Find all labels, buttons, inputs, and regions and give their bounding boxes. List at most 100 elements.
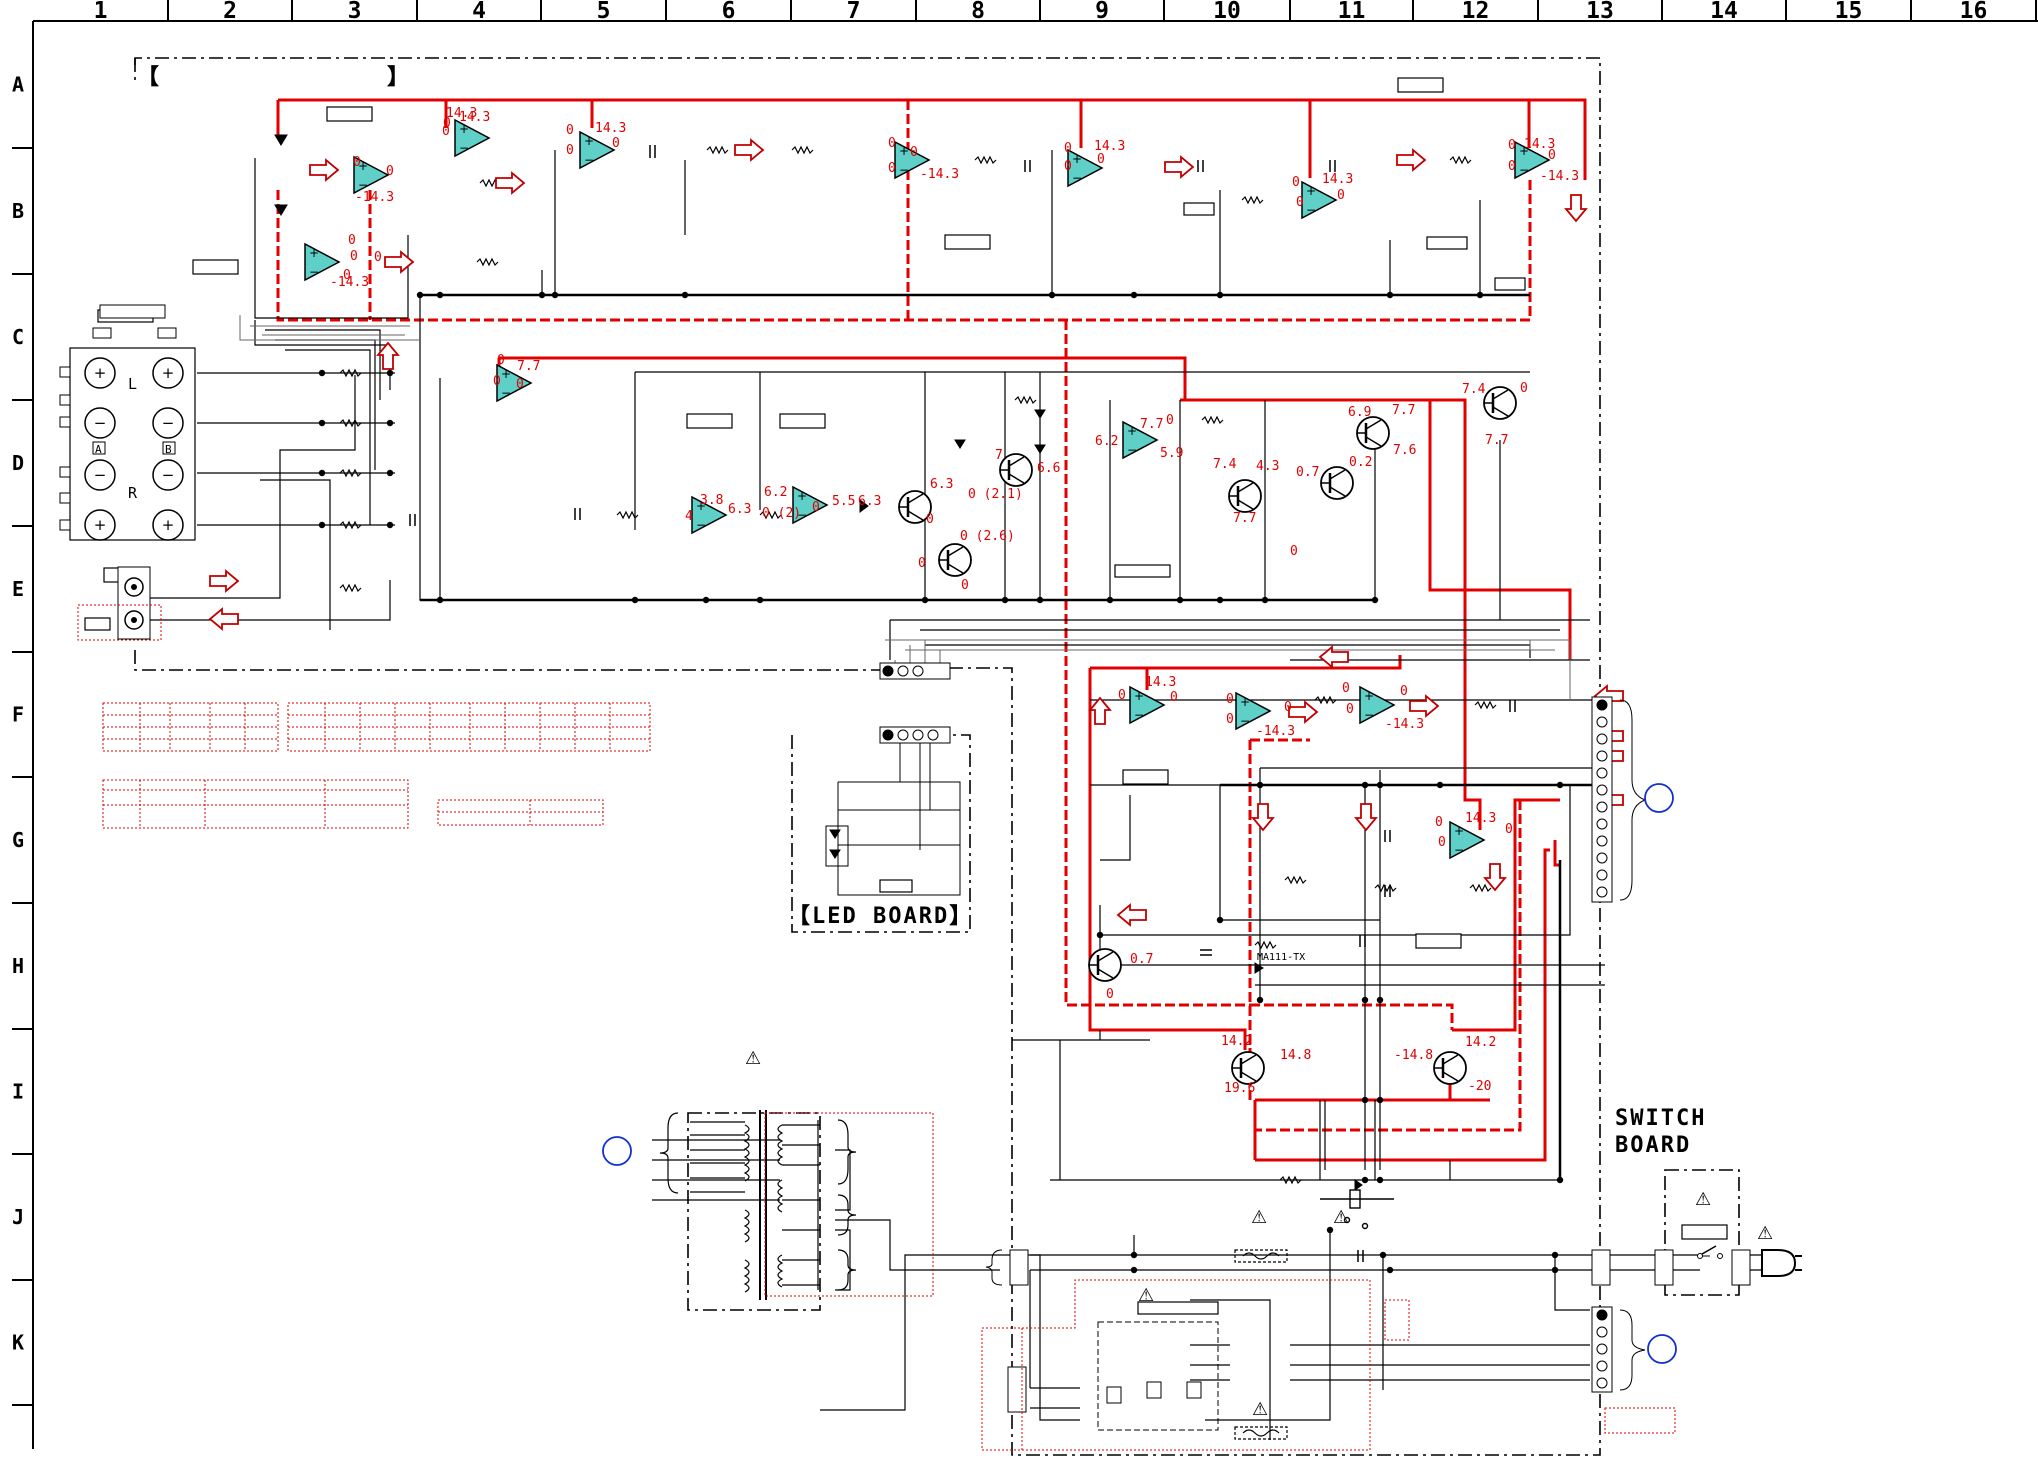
voltage-label: 0 (1284, 700, 1292, 715)
voltage-label: 0 (1226, 712, 1234, 727)
grid-column-label: 14 (1710, 0, 1738, 24)
connector-pin (1596, 699, 1608, 711)
junction-dot (1376, 1176, 1384, 1184)
connector-pin (1596, 1309, 1608, 1321)
voltage-label: 0 (1435, 815, 1443, 830)
connector-pin (1596, 1360, 1608, 1372)
junction-dot (318, 469, 326, 477)
grid-row-label: F (12, 703, 24, 727)
voltage-label: -14.3 (1256, 724, 1295, 739)
voltage-label: -14.3 (1540, 169, 1579, 184)
voltage-label: 0 (493, 374, 501, 389)
diode-part-label: MA111-TX (1257, 952, 1305, 963)
connector-pin (1596, 869, 1608, 881)
connector-pin (927, 729, 939, 741)
voltage-label: 0 (961, 578, 969, 593)
junction-dot (756, 596, 764, 604)
voltage-label: 0 (348, 233, 356, 248)
voltage-label: 0 (926, 512, 934, 527)
voltage-label: 0 (516, 377, 524, 392)
transistor-q5 (1319, 465, 1355, 501)
terminal-a-label: A (95, 443, 102, 456)
junction-dot (1551, 1251, 1559, 1259)
board-outline (134, 57, 1740, 1456)
voltage-label: 7.7 (1485, 433, 1508, 448)
junction-dot (631, 596, 639, 604)
speaker-terminal (84, 407, 116, 439)
voltage-label: 0 (888, 161, 896, 176)
junction-dot (1361, 1096, 1369, 1104)
input-jack (77, 566, 162, 641)
voltage-label: 14.2 (1465, 1035, 1496, 1050)
power-transformer (659, 1110, 857, 1300)
grid-row-label: I (12, 1080, 24, 1104)
junction-dot (1096, 931, 1104, 939)
junction-dot (1436, 781, 1444, 789)
transistor-q8 (1087, 947, 1123, 983)
connector-pin (1596, 750, 1608, 762)
warning-icons: ⚠ ⚠ ⚠ ⚠ ⚠ ⚠ ⚠ (745, 1048, 1773, 1420)
junction-dot (1048, 291, 1056, 299)
connector-pin (1596, 716, 1608, 728)
warning-icon: ⚠ (1695, 1189, 1711, 1210)
connector-cn-bottom (1012, 1253, 1746, 1410)
voltage-label: 0 (1118, 688, 1126, 703)
grid-column-label: 8 (971, 0, 985, 24)
voltage-label: 7.4 (1213, 457, 1237, 472)
voltage-label: 0 (1166, 413, 1174, 428)
voltage-label: 14.8 (1280, 1048, 1311, 1063)
voltage-label: 14.3 (1094, 139, 1125, 154)
voltage-label: 14.3 (446, 106, 477, 121)
thick-ground-bus (420, 293, 1605, 1180)
junction-dot (1256, 781, 1264, 789)
marker-j6 (602, 1136, 632, 1166)
voltage-label: 0 (1292, 175, 1300, 190)
red-power-rails (276, 98, 1587, 1162)
connector-pin (912, 665, 924, 677)
terminal-polarity: + (162, 364, 175, 382)
grid-column-label: 5 (597, 0, 611, 24)
voltage-label: 6.2 (1095, 434, 1118, 449)
channel-r-label: R (128, 484, 138, 502)
grid-row-label: G (12, 828, 24, 852)
speaker-terminal (152, 509, 184, 541)
voltage-label: -14.3 (920, 167, 959, 182)
junction-dot (386, 521, 394, 529)
junction-dot (1376, 1096, 1384, 1104)
voltage-label: 0 (612, 136, 620, 151)
voltage-label: 0 (910, 145, 918, 160)
junction-dot (1176, 596, 1184, 604)
marker-k14 (1647, 1334, 1677, 1364)
callout-markers (602, 783, 1677, 1364)
voltage-label: 0 (1508, 159, 1516, 174)
terminal-polarity: + (94, 516, 107, 534)
connector-pin (1596, 784, 1608, 796)
junction-dot (1376, 996, 1384, 1004)
speaker-terminal (84, 357, 116, 389)
voltage-label: 6.2 (764, 485, 787, 500)
junction-dots (318, 291, 1564, 1274)
terminal-b-label: B (165, 443, 172, 456)
voltage-label: 7.7 (1233, 511, 1256, 526)
voltage-label: 6.9 (1348, 405, 1371, 420)
junction-dot (1001, 596, 1009, 604)
voltage-label: 0 (2) (762, 506, 801, 521)
voltage-label: 0 (1346, 702, 1354, 717)
grid-column-label: 16 (1960, 0, 1988, 24)
speaker-terminal (152, 357, 184, 389)
junction-dot (1130, 1266, 1138, 1274)
voltage-label: 6.6 (1037, 461, 1060, 476)
voltage-label: 7.7 (1392, 403, 1415, 418)
speaker-terminal-block: ++−−−−++ (59, 304, 196, 541)
voltage-label: 0 (1508, 138, 1516, 153)
voltage-label: 4 (685, 509, 693, 524)
voltage-label: 0 (566, 123, 574, 138)
voltage-label: 14.2 (1221, 1034, 1252, 1049)
voltage-label: 0 (497, 353, 505, 368)
warning-icon: ⚠ (1252, 1399, 1268, 1420)
voltage-label: 0.7 (1296, 465, 1319, 480)
grid-column-ticks (167, 0, 2037, 21)
connector-pin (897, 665, 909, 677)
